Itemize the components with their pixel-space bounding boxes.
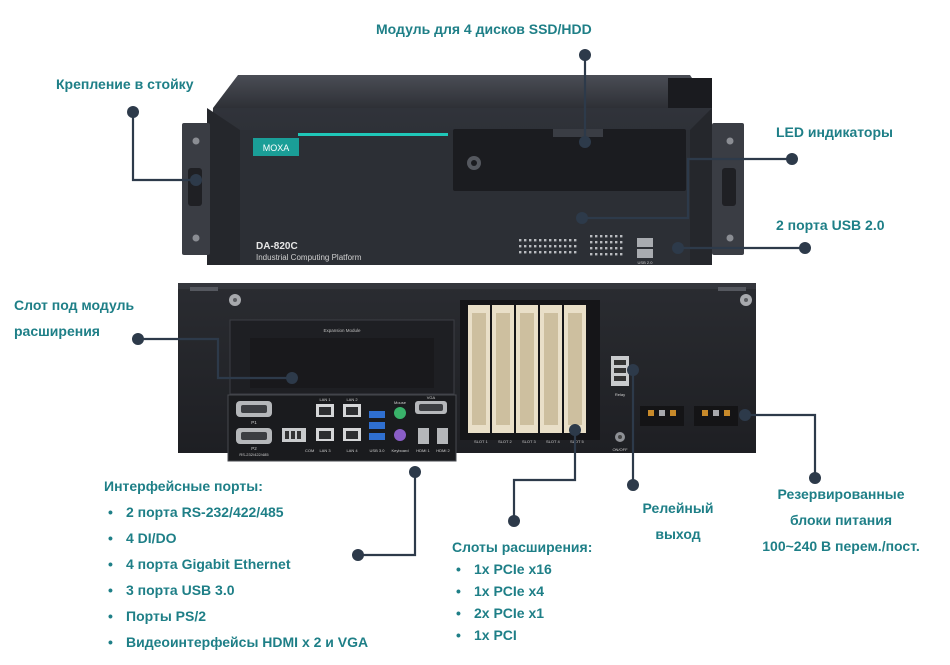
- usb3-port-1: [369, 411, 385, 418]
- hdmi-port-1: [418, 428, 429, 444]
- leader-disk-module: [579, 49, 591, 148]
- callout-interfaces: Интерфейсные порты: 2 порта RS-232/422/4…: [104, 473, 368, 655]
- lan-port-2: [343, 404, 361, 417]
- svg-text:P1: P1: [251, 420, 257, 425]
- ps2-keyboard-port: [394, 429, 406, 441]
- slots-list: 1x PCIe x16 1x PCIe x4 2x PCIe x1 1x PCI: [452, 558, 592, 646]
- model-label: DA-820C: [256, 241, 298, 252]
- power-terminal-2: [694, 406, 738, 426]
- callout-relay: Релейный выход: [638, 495, 718, 547]
- drive-module: [453, 129, 686, 191]
- leader-slots: [508, 424, 581, 527]
- leader-led: [576, 153, 798, 224]
- svg-text:LAN 2: LAN 2: [346, 397, 358, 402]
- svg-text:LAN 4: LAN 4: [346, 448, 358, 453]
- list-item: Порты PS/2: [104, 603, 368, 629]
- svg-text:COM: COM: [305, 448, 314, 453]
- callout-relay-line1: Релейный: [642, 500, 714, 516]
- usb2-port-2: [637, 249, 653, 258]
- power-terminal-1: [640, 406, 684, 426]
- svg-text:Keyboard: Keyboard: [391, 448, 408, 453]
- callout-power-line1: Резервированные: [777, 486, 905, 502]
- interfaces-list: 2 порта RS-232/422/485 4 DI/DO 4 порта G…: [104, 499, 368, 655]
- list-item: 4 DI/DO: [104, 525, 368, 551]
- list-item: 2 порта RS-232/422/485: [104, 499, 368, 525]
- serial-port-p2: [236, 428, 272, 444]
- callout-disk-module: Модуль для 4 дисков SSD/HDD: [376, 21, 592, 37]
- svg-text:MOXA: MOXA: [263, 143, 290, 153]
- svg-text:LAN 3: LAN 3: [319, 448, 331, 453]
- leader-relay: [627, 364, 639, 491]
- lan-port-1: [316, 404, 334, 417]
- callout-expansion-slot: Слот под модуль расширения: [14, 292, 134, 344]
- list-item: Видеоинтерфейсы HDMI x 2 и VGA: [104, 629, 368, 655]
- svg-text:SLOT 4: SLOT 4: [546, 439, 560, 444]
- callout-relay-line2: выход: [655, 526, 701, 542]
- svg-text:Expansion Module: Expansion Module: [323, 328, 361, 333]
- usb3-port-2: [369, 422, 385, 429]
- callout-power-line2: блоки питания: [790, 512, 892, 528]
- list-item: 4 порта Gigabit Ethernet: [104, 551, 368, 577]
- svg-text:HDMI 1: HDMI 1: [416, 448, 430, 453]
- leader-expansion: [132, 333, 298, 384]
- usb2-port-1: [637, 238, 653, 247]
- svg-text:SLOT 3: SLOT 3: [522, 439, 536, 444]
- lower-chassis: Expansion Module P1 P2 RS-232/422/485 CO…: [178, 283, 756, 462]
- pci-slot-group: [468, 305, 586, 433]
- led-indicator-panel: [519, 235, 623, 256]
- callout-slots: Слоты расширения: 1x PCIe x16 1x PCIe x4…: [452, 536, 592, 646]
- callout-power-line3: 100~240 В перем./пост.: [762, 538, 920, 554]
- list-item: 1x PCIe x4: [452, 580, 592, 602]
- svg-text:Mouse: Mouse: [394, 400, 407, 405]
- svg-text:ON/OFF: ON/OFF: [612, 447, 628, 452]
- list-item: 2x PCIe x1: [452, 602, 592, 624]
- hdmi-port-2: [437, 428, 448, 444]
- svg-text:Relay: Relay: [615, 392, 625, 397]
- usb3-port-3: [369, 433, 385, 440]
- serial-port-p1: [236, 401, 272, 417]
- svg-text:USB 2.0: USB 2.0: [638, 260, 654, 265]
- leader-rack-mount: [127, 106, 202, 186]
- callout-expansion-slot-line1: Слот под модуль: [14, 297, 135, 313]
- callout-led-indicators: LED индикаторы: [776, 124, 893, 140]
- svg-text:SLOT 1: SLOT 1: [474, 439, 488, 444]
- svg-text:P2: P2: [251, 446, 257, 451]
- callout-expansion-slot-line2: расширения: [14, 323, 100, 339]
- ps2-mouse-port: [394, 407, 406, 419]
- lan-port-3: [316, 428, 334, 441]
- callout-interfaces-title: Интерфейсные порты:: [104, 478, 263, 494]
- svg-text:RS-232/422/485: RS-232/422/485: [239, 452, 269, 457]
- leader-power: [739, 409, 821, 484]
- callout-usb2: 2 порта USB 2.0: [776, 217, 885, 233]
- upper-chassis: MOXA DA-820C Industrial Computing Platfo…: [182, 75, 744, 265]
- leader-usb2: [672, 242, 811, 254]
- list-item: 3 порта USB 3.0: [104, 577, 368, 603]
- svg-text:LAN 1: LAN 1: [319, 397, 331, 402]
- model-subtitle: Industrial Computing Platform: [256, 253, 362, 262]
- list-item: 1x PCIe x16: [452, 558, 592, 580]
- list-item: 1x PCI: [452, 624, 592, 646]
- callout-slots-title: Слоты расширения:: [452, 539, 593, 555]
- svg-text:SLOT 2: SLOT 2: [498, 439, 512, 444]
- lan-port-4: [343, 428, 361, 441]
- callout-rack-mount: Крепление в стойку: [56, 76, 194, 92]
- callout-leaders: [127, 49, 821, 561]
- svg-text:SLOT 5: SLOT 5: [570, 439, 584, 444]
- svg-text:HDMI 2: HDMI 2: [436, 448, 450, 453]
- moxa-logo: [253, 138, 299, 156]
- svg-text:USB 3.0: USB 3.0: [370, 448, 386, 453]
- svg-text:VGA: VGA: [427, 395, 436, 400]
- callout-power: Резервированные блоки питания 100~240 В …: [752, 481, 930, 559]
